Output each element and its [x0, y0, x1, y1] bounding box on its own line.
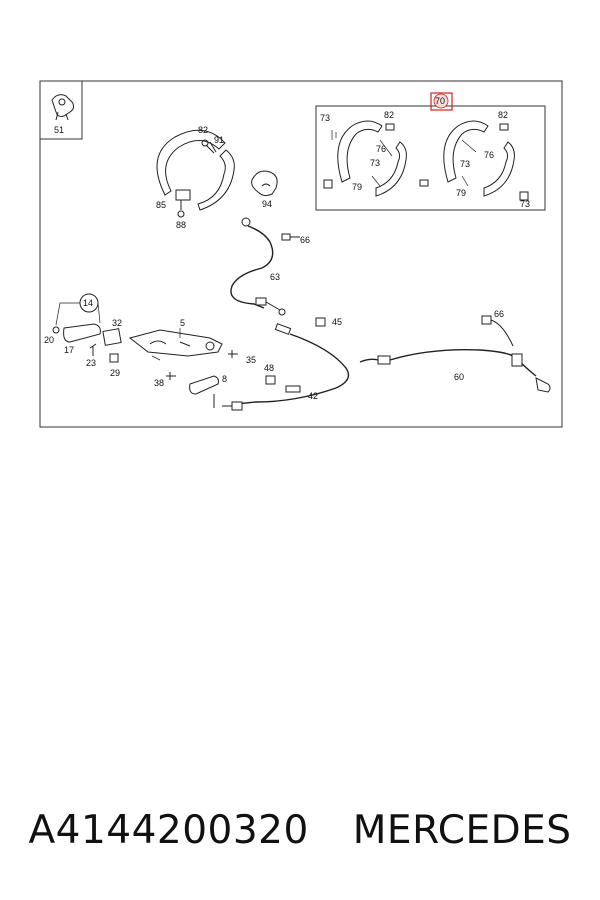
callout-60: 60 — [454, 372, 464, 382]
cable-part-42: 42 — [222, 323, 350, 411]
callout-79-a: 79 — [352, 182, 362, 192]
callout-79-b: 79 — [456, 188, 466, 198]
callout-17: 17 — [64, 345, 74, 355]
callout-85: 85 — [156, 200, 166, 210]
callout-20: 20 — [44, 335, 54, 345]
callout-94: 94 — [262, 199, 272, 209]
part-number: A4144200320 — [28, 807, 309, 853]
callout-51: 51 — [54, 125, 64, 135]
part-caption: A4144200320 MERCEDES — [0, 800, 600, 860]
lever-bracket-part-5: 5 35 38 — [128, 318, 256, 388]
callout-38: 38 — [154, 378, 164, 388]
callout-70: 70 — [435, 96, 445, 106]
callout-88: 88 — [176, 220, 186, 230]
diagram-frame — [39, 80, 563, 428]
callout-82-kit-right: 82 — [498, 110, 508, 120]
callout-82-kit-left: 82 — [384, 110, 394, 120]
callout-14: 14 — [83, 298, 93, 308]
nut-part-45: 45 — [315, 317, 342, 327]
callout-63: 63 — [270, 272, 280, 282]
cable-part-63: 63 — [230, 217, 286, 316]
callout-91: 91 — [214, 135, 224, 145]
inset-part-51: 51 — [39, 80, 83, 140]
callout-32: 32 — [112, 318, 122, 328]
highlight-box-70 — [430, 92, 453, 111]
lever-group-14: 14 20 17 32 23 29 — [44, 293, 122, 378]
callout-66-lower: 66 — [494, 309, 504, 319]
callout-76-a: 76 — [376, 144, 386, 154]
brand-name: MERCEDES — [352, 807, 572, 853]
callout-76-b: 76 — [484, 150, 494, 160]
callout-29: 29 — [110, 368, 120, 378]
callout-48: 48 — [264, 363, 274, 373]
brake-shoe-assembly: 82 91 85 88 — [156, 125, 235, 230]
callout-42: 42 — [308, 391, 318, 401]
callout-45: 45 — [332, 317, 342, 327]
callout-35: 35 — [246, 355, 256, 365]
parking-brake-exploded-diagram: 51 82 91 85 88 94 63 66 14 — [39, 80, 563, 428]
callout-73-a: 73 — [320, 113, 330, 123]
cable-part-60: 60 — [359, 349, 551, 393]
callout-5: 5 — [180, 318, 185, 328]
callout-73-b: 73 — [370, 158, 380, 168]
callout-23: 23 — [86, 358, 96, 368]
callout-66-upper: 66 — [300, 235, 310, 245]
bolt-part-66-lower: 66 — [481, 309, 514, 347]
bolt-part-66-upper: 66 — [281, 233, 310, 245]
callout-73-d: 73 — [520, 199, 530, 209]
nut-part-48: 48 — [264, 363, 276, 385]
callout-82-shoe: 82 — [198, 125, 208, 135]
link-part-8: 8 — [189, 374, 227, 408]
callout-8: 8 — [222, 374, 227, 384]
clip-part-94: 94 — [251, 170, 278, 209]
callout-73-c: 73 — [460, 159, 470, 169]
inset-brake-shoe-kit-70: 70 73 82 76 73 79 82 76 73 79 73 — [315, 92, 546, 211]
